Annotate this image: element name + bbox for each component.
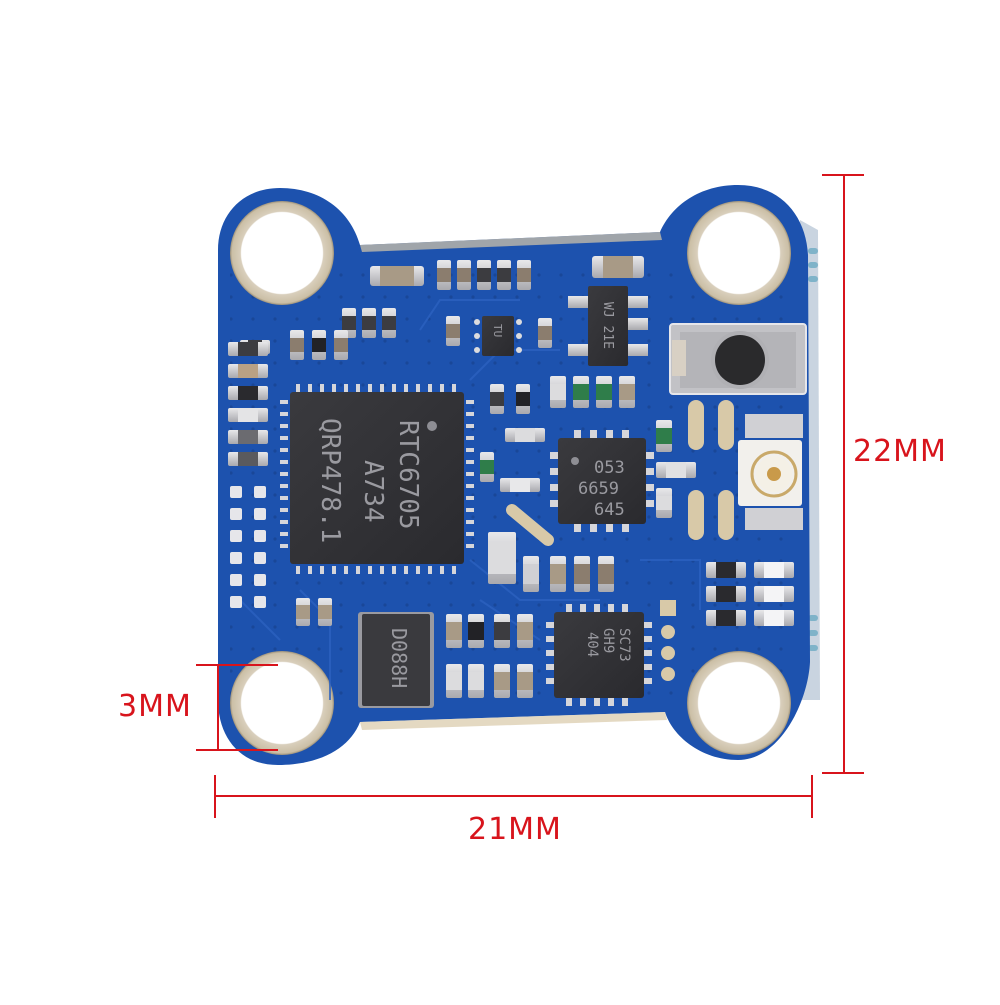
width-dimension-label: 21MM xyxy=(468,812,562,847)
mounting-hole-top-left xyxy=(230,201,334,305)
antenna-connector xyxy=(738,414,803,530)
height-dimension-label: 22MM xyxy=(853,434,947,469)
main-ic-rtc6705: RTC6705 A734 QRP478.1 xyxy=(280,384,474,574)
regulator-ic: WJ 21E xyxy=(568,286,648,366)
hole-dimension-label: 3MM xyxy=(118,689,192,724)
amp-ic-line-3: 645 xyxy=(594,500,625,520)
amp-ic-line-2: 6659 xyxy=(578,479,619,499)
inductor-d088h: D088H xyxy=(358,612,434,708)
amp-ic: 053 6659 645 xyxy=(550,430,654,532)
main-ic-line-3: QRP478.1 xyxy=(315,418,345,543)
smd-components xyxy=(228,256,794,698)
regulator-label: WJ 21E xyxy=(600,302,615,349)
mcu-ic-line-3: 404 xyxy=(584,632,600,657)
mcu-ic-line-1: SC73 xyxy=(616,628,632,662)
mcu-ic-line-2: GH9 xyxy=(600,628,616,653)
dimension-lines xyxy=(196,174,864,818)
mounting-hole-top-right xyxy=(687,201,791,305)
gold-pads xyxy=(688,400,734,540)
main-ic-line-1: RTC6705 xyxy=(393,420,423,530)
mcu-ic: SC73 GH9 404 xyxy=(546,604,652,706)
tactile-button xyxy=(669,323,807,395)
main-ic-line-2: A734 xyxy=(358,460,388,523)
small-ic: TU xyxy=(474,316,522,356)
mounting-hole-bottom-left xyxy=(230,651,334,755)
inductor-label: D088H xyxy=(387,628,411,688)
small-ic-label: TU xyxy=(491,324,504,337)
amp-ic-line-1: 053 xyxy=(594,458,625,478)
mounting-hole-bottom-right xyxy=(687,651,791,755)
